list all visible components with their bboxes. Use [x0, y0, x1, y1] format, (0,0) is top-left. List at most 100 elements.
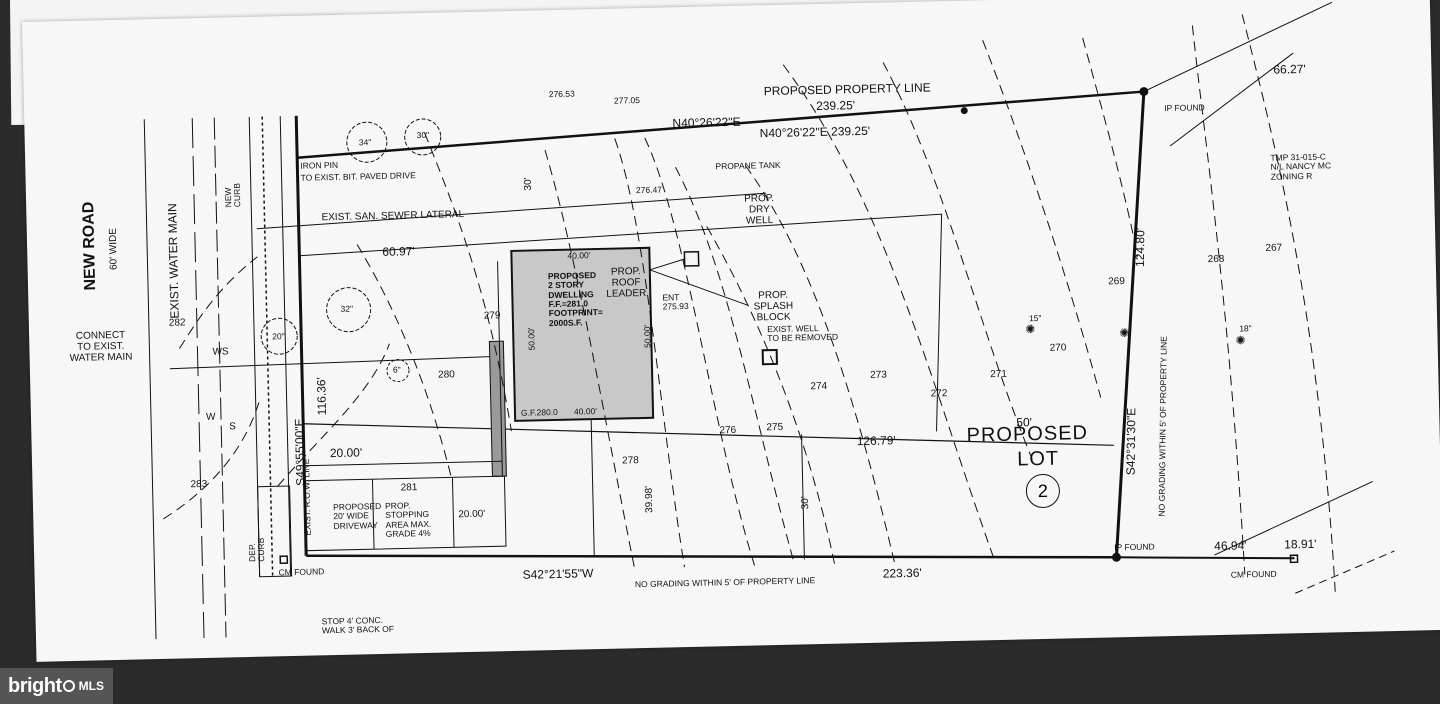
contour-label-275: 275: [766, 421, 784, 434]
right-side-bearing: S42°31'30"E: [1123, 407, 1139, 476]
water-service-line: [169, 355, 500, 370]
ip-found-bottom-marker: [1111, 552, 1121, 562]
contour-282: [179, 256, 258, 349]
row-line: [279, 116, 292, 577]
contour-278: [544, 150, 636, 569]
exist-well-label: EXIST. WELL TO BE REMOVED: [767, 323, 839, 344]
iron-pin-label: IRON PIN: [300, 159, 339, 171]
dwelling-width-bottom: 40.00': [573, 406, 597, 417]
extension-66-dim: 66.27': [1273, 61, 1306, 77]
contour-label-278: 278: [621, 455, 639, 467]
depth-3998-dim: 39.98': [643, 485, 656, 514]
road-width: 60' WIDE: [107, 227, 120, 271]
setback-30-bottom-dim: 30': [799, 496, 812, 510]
entrance-elevation: ENT 275.93: [662, 292, 689, 312]
tree-20: [260, 317, 298, 355]
connect-label: CONNECT TO EXIST. WATER MAIN: [69, 329, 133, 365]
tree-34: [346, 121, 388, 163]
dry-well-leader: [649, 258, 685, 271]
existing-row-label: EXIST. R.O.W. LINE: [300, 458, 313, 536]
tree-6: [386, 359, 410, 383]
contour-281: [277, 343, 390, 487]
contour-277: [614, 138, 686, 568]
contour-label-283: 283: [190, 478, 208, 491]
contour-label-267: 267: [1265, 242, 1283, 254]
tree-18-icon: ✺: [1235, 333, 1246, 348]
water-line: [213, 117, 227, 638]
roof-leader-label: PROP. ROOF LEADER: [606, 266, 647, 300]
setback-30-top-dim: 30': [522, 177, 534, 191]
tree-20-label: 20": [272, 331, 285, 342]
tree-icon-right: ✺: [1119, 325, 1130, 341]
tree-30-label: 30": [416, 129, 430, 141]
contour-273: [745, 165, 895, 563]
walk-label: STOP 4' CONC. WALK 3' BACK OF: [321, 614, 395, 636]
right-property-line: [1114, 91, 1146, 558]
front-setback-dim: 60.97': [382, 244, 415, 259]
logo-brand: bright: [8, 674, 62, 697]
contour-269: [1082, 37, 1139, 257]
dwelling-label: PROPOSED 2 STORY DWELLING F.F.=281.0 FOO…: [547, 270, 603, 328]
neighbor-line-1: [1214, 481, 1373, 556]
contour-268: [1191, 25, 1246, 575]
stopping-area-label: PROP. STOPPING AREA MAX. GRADE 4%: [384, 500, 432, 539]
cm-found-left-marker: [279, 555, 289, 565]
proposed-lot-outline: [299, 213, 943, 432]
extension-line-right: [1116, 556, 1295, 560]
contour-label-270: 270: [1049, 342, 1067, 354]
tree-15-icon: ✺: [1025, 322, 1036, 337]
setback-line-3: [590, 419, 595, 558]
contour-270: [982, 40, 1102, 398]
tmp-note: TMP 31-015-C N/L NANCY MC ZONING R: [1270, 151, 1332, 182]
lot-title: LOT: [1016, 447, 1060, 471]
water-main-label: EXIST. WATER MAIN: [165, 203, 182, 319]
contour-label-268: 268: [1207, 253, 1225, 266]
extension-66: [1169, 52, 1294, 147]
ip-found-bottom-label: IP FOUND: [1114, 541, 1155, 553]
contour-272: [782, 64, 995, 561]
cm-found-right-marker: [1289, 554, 1299, 564]
no-grading-right-note: NO GRADING WITHIN 5' OF PROPERTY LINE: [1156, 336, 1169, 517]
contour-label-276: 276: [719, 424, 737, 437]
road-edge-line: [143, 119, 157, 640]
dry-well-symbol: [683, 250, 700, 267]
contour-271: [882, 62, 1033, 460]
top-bearing-2: N40°26'22"E 239.25': [759, 123, 871, 141]
splash-leader: [649, 269, 749, 307]
top-property-line: [297, 90, 1144, 160]
cm-found-right-label: CM FOUND: [1230, 568, 1277, 580]
driveway-label: PROPOSED 20' WIDE DRIVEWAY: [332, 500, 382, 531]
drive-length-dim: 20.00': [458, 508, 486, 521]
site-plan-sheet: NEW ROAD 60' WIDE EXIST. WATER MAIN CONN…: [22, 0, 1440, 662]
elevation-27647: 276.47: [635, 184, 663, 196]
new-curb-label: NEW CURB: [222, 182, 243, 208]
setback-line-1: [304, 460, 503, 467]
cm-found-left-label: CM FOUND: [278, 566, 325, 578]
tree-6-label: 6": [392, 364, 401, 375]
site-plan-drawing: [143, 1, 1395, 640]
ip-found-top-label: IP FOUND: [1164, 102, 1205, 114]
logo-dot-icon: [62, 680, 75, 692]
tree-34-label: 34": [358, 137, 372, 148]
lot-width-dim: 126.79': [856, 433, 896, 449]
bottom-bearing: S42°21'55"W: [522, 566, 594, 582]
sewer-line: [256, 192, 767, 230]
contour-label-281: 281: [400, 482, 418, 494]
tree-30: [404, 118, 442, 156]
dwelling-depth-right: 50.00': [642, 324, 653, 349]
neighbor-line-2: [1295, 550, 1395, 594]
contour-label-274: 274: [810, 380, 828, 393]
driveway-divider-1: [371, 479, 375, 550]
contour-279: [424, 132, 512, 432]
bright-mls-logo: bright MLS: [0, 668, 113, 704]
road-name: NEW ROAD: [80, 201, 100, 291]
left-side-dim: 116.36': [314, 377, 329, 416]
ip-found-top-marker: [1139, 87, 1149, 97]
stoop-area: [257, 485, 293, 578]
dwelling-width-top: 40.00': [567, 250, 591, 261]
dry-well-label: PROP. DRY WELL: [744, 192, 775, 227]
bottom-distance: 223.36': [882, 565, 922, 581]
tree-18-label: 18": [1239, 323, 1252, 334]
contour-274: [706, 226, 835, 564]
top-distance-label: 239.25': [815, 98, 856, 114]
